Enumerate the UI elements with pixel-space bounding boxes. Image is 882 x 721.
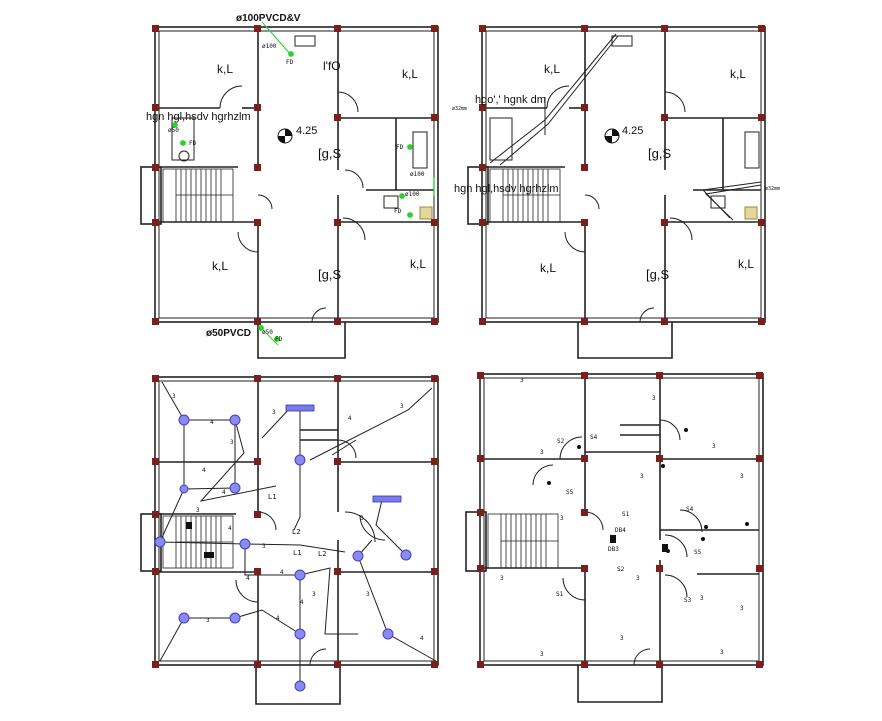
- wire-count-label: 3: [712, 443, 716, 450]
- floor-drain-label: FD: [394, 208, 402, 215]
- circuit-label: L2: [292, 528, 300, 536]
- switch-label: S1: [622, 511, 630, 518]
- room-label: k,L: [402, 67, 418, 81]
- wire-count-label: 4: [202, 467, 206, 474]
- circuit-label: L1: [293, 549, 301, 557]
- room-label: k,L: [217, 62, 233, 76]
- wire-count-label: 3: [740, 605, 744, 612]
- wire-count-label: 4: [228, 525, 232, 532]
- pipe-label: ø50PVCD: [206, 328, 251, 339]
- room-label: [g,S: [646, 267, 669, 282]
- switch-label: S5: [694, 549, 702, 556]
- power-floor-plan: S4 S2 S5 S1 DB4 DB3 S4 S5 S2 S1 S3 3 3 3 3 3…: [465, 372, 764, 703]
- pipe-label: ø50: [168, 127, 179, 134]
- wire-count-label: 4: [300, 599, 304, 606]
- room-label: hgn hgl,hsdv hgrhzlm: [454, 183, 559, 195]
- switch-label: S4: [686, 506, 694, 513]
- wire-count-label: 3: [560, 515, 564, 522]
- floor-drain-label: FD: [396, 144, 404, 151]
- switch-label: S2: [557, 438, 565, 445]
- room-label: k,L: [410, 257, 426, 271]
- wire-count-label: 3: [360, 515, 364, 522]
- pipe-label: ø32mm: [452, 106, 467, 112]
- wire-count-label: 4: [246, 575, 250, 582]
- pipe-label: ø100PVCD&V: [236, 13, 301, 24]
- pipe-label: ø100: [262, 43, 277, 50]
- switch-label: S4: [590, 434, 598, 441]
- circuit-label: L2: [318, 550, 326, 558]
- wire-count-label: 3: [620, 635, 624, 642]
- wire-count-label: 3: [312, 591, 316, 598]
- wire-count-label: 3: [740, 473, 744, 480]
- wire-count-label: 3: [636, 575, 640, 582]
- switch-label: S2: [617, 566, 625, 573]
- pipe-label: ø100: [410, 171, 425, 178]
- room-label: [g,S: [648, 146, 671, 161]
- wire-count-label: 4: [420, 635, 424, 642]
- room-label: [g,S: [318, 267, 341, 282]
- room-label: k,L: [730, 67, 746, 81]
- floor-drain-label: FD: [286, 59, 294, 66]
- room-label: k,L: [212, 259, 228, 273]
- wire-count-label: 4: [210, 419, 214, 426]
- wire-count-label: 3: [500, 575, 504, 582]
- wire-count-label: 4: [348, 415, 352, 422]
- room-label: l'fO: [323, 59, 341, 73]
- wire-count-label: 3: [366, 591, 370, 598]
- room-label: k,L: [540, 261, 556, 275]
- distribution-board-label: DB3: [608, 546, 619, 553]
- wire-count-label: 3: [520, 377, 524, 384]
- wire-count-label: 3: [640, 473, 644, 480]
- wire-count-label: 4: [276, 615, 280, 622]
- pipe-label: ø100: [405, 191, 420, 198]
- floor-drain-label: FD: [275, 336, 283, 343]
- room-label: hgo',' hgnk dm: [475, 94, 546, 106]
- wire-count-label: 3: [540, 651, 544, 658]
- distribution-board-label: DB4: [615, 527, 626, 534]
- wire-count-label: 3: [540, 449, 544, 456]
- plumbing-floor-plan: k,L l'fO k,L [g,S k,L [g,S k,L 4.25 ø100…: [140, 13, 439, 359]
- circuit-label: L1: [268, 493, 276, 501]
- switch-label: S3: [684, 597, 692, 604]
- wire-count-label: 3: [206, 617, 210, 624]
- wire-count-label: 3: [720, 649, 724, 656]
- water-supply-floor-plan: k,L k,L [g,S k,L [g,S k,L 4.25 hgo',' hg…: [452, 25, 780, 359]
- wire-count-label: 3: [652, 395, 656, 402]
- room-label: k,L: [544, 62, 560, 76]
- wire-count-label: 4: [280, 569, 284, 576]
- level-label: 4.25: [622, 125, 643, 137]
- pipe-label: ø32mm: [765, 186, 780, 192]
- wire-count-label: 3: [172, 393, 176, 400]
- wire-count-label: 4: [222, 489, 226, 496]
- wire-count-label: 3: [272, 409, 276, 416]
- wire-count-label: 3: [700, 595, 704, 602]
- room-label: k,L: [738, 257, 754, 271]
- wire-count-label: 3: [230, 439, 234, 446]
- level-label: 4.25: [296, 125, 317, 137]
- room-label: hgn hgl,hsdv hgrhzlm: [146, 111, 251, 123]
- pipe-label: ø50: [262, 329, 273, 336]
- room-label: [g,S: [318, 146, 341, 161]
- switch-label: S1: [556, 591, 564, 598]
- wire-count-label: 3: [400, 403, 404, 410]
- switch-label: S5: [566, 489, 574, 496]
- wire-count-label: 3: [262, 543, 266, 550]
- lighting-floor-plan: L1 L2 L1 L2 3 4 3 3 4 3 4 4 3 4 3 4 4 4 3 3 4 3 4 3: [140, 375, 439, 705]
- floor-drain-label: FD: [189, 140, 197, 147]
- wire-count-label: 3: [196, 507, 200, 514]
